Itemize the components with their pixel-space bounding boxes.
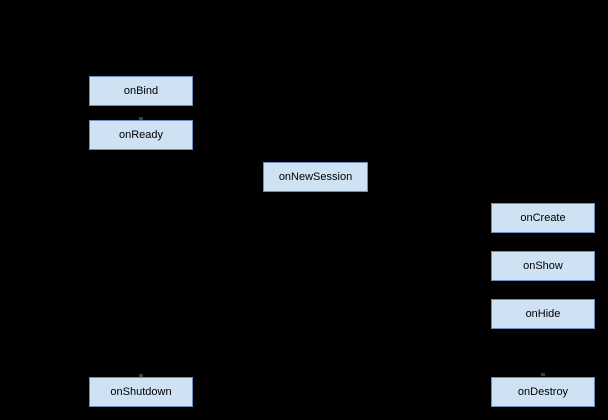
lifecycle-node-label: onNewSession xyxy=(278,170,353,183)
lifecycle-node-label: onDestroy xyxy=(517,385,569,398)
node-onBind: onBind xyxy=(89,76,193,106)
node-onNewSession: onNewSession xyxy=(263,162,368,192)
arrow-tip xyxy=(139,117,143,120)
node-onShutdown: onShutdown xyxy=(89,377,193,407)
node-onHide: onHide xyxy=(491,299,595,329)
lifecycle-node-label: onShutdown xyxy=(110,385,172,398)
arrow-tip xyxy=(139,374,143,377)
node-onShow: onShow xyxy=(491,251,595,281)
lifecycle-node-label: onShow xyxy=(523,259,563,272)
lifecycle-node-label: onHide xyxy=(525,307,561,320)
lifecycle-node-label: onCreate xyxy=(520,211,566,224)
lifecycle-node-label: onBind xyxy=(123,84,159,97)
arrow-tip xyxy=(541,373,545,376)
lifecycle-node-label: onReady xyxy=(118,128,164,141)
node-onCreate: onCreate xyxy=(491,203,595,233)
node-onReady: onReady xyxy=(89,120,193,150)
node-onDestroy: onDestroy xyxy=(491,377,595,407)
